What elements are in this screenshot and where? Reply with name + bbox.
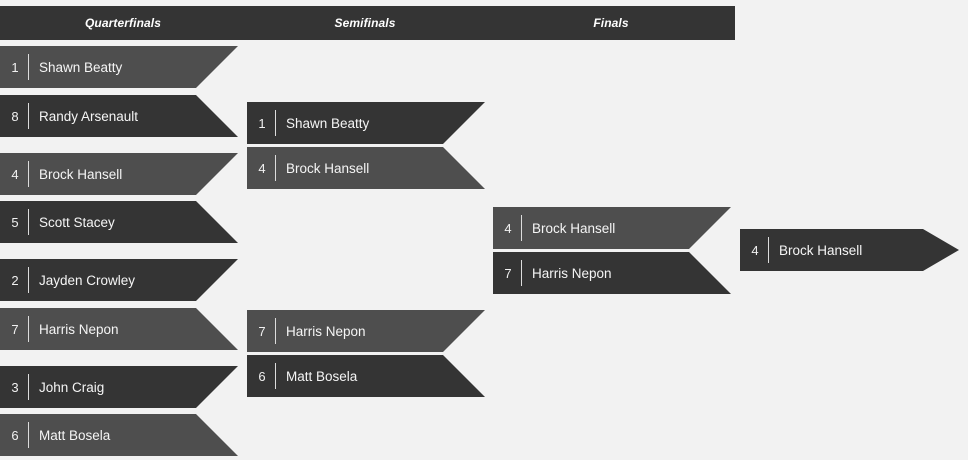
seed-number: 6: [258, 368, 266, 384]
seed-divider: [28, 161, 29, 187]
seed-divider: [275, 155, 276, 181]
seed-divider: [275, 363, 276, 389]
seed-divider: [768, 237, 769, 263]
seed-divider: [521, 260, 522, 286]
competitor-row[interactable]: 3 John Craig: [0, 366, 238, 408]
seed-divider: [28, 209, 29, 235]
seed-divider: [28, 267, 29, 293]
competitor-name: Brock Hansell: [779, 242, 863, 258]
champion-row[interactable]: 4 Brock Hansell: [740, 229, 959, 271]
seed-divider: [521, 215, 522, 241]
seed-number: 2: [11, 272, 19, 288]
seed-number: 7: [258, 323, 266, 339]
competitor-name: Scott Stacey: [39, 214, 115, 230]
competitor-row[interactable]: 2 Jayden Crowley: [0, 259, 238, 301]
competitor-name: Randy Arsenault: [39, 108, 139, 124]
competitor-row[interactable]: 4 Brock Hansell: [0, 153, 238, 195]
seed-number: 4: [751, 242, 759, 258]
round-header-finals: Finals: [593, 16, 629, 30]
seed-divider: [275, 318, 276, 344]
competitor-name: Harris Nepon: [286, 323, 366, 339]
seed-divider: [28, 316, 29, 342]
seed-divider: [28, 103, 29, 129]
competitor-row[interactable]: 4 Brock Hansell: [493, 207, 731, 249]
round-header-bar: Quarterfinals Semifinals Finals: [0, 6, 735, 40]
seed-number: 1: [258, 115, 266, 131]
seed-divider: [28, 422, 29, 448]
competitor-row[interactable]: 1 Shawn Beatty: [247, 102, 485, 144]
competitor-name: Brock Hansell: [39, 166, 123, 182]
round-header-semifinals: Semifinals: [334, 16, 396, 30]
competitor-row[interactable]: 6 Matt Bosela: [0, 414, 238, 456]
competitor-row[interactable]: 7 Harris Nepon: [493, 252, 731, 294]
competitor-row[interactable]: 7 Harris Nepon: [0, 308, 238, 350]
seed-divider: [275, 110, 276, 136]
seed-number: 4: [11, 166, 19, 182]
competitor-name: John Craig: [39, 379, 105, 395]
seed-number: 6: [11, 427, 19, 443]
competitor-row[interactable]: 1 Shawn Beatty: [0, 46, 238, 88]
competitor-name: Brock Hansell: [286, 160, 370, 176]
competitor-name: Harris Nepon: [39, 321, 119, 337]
competitor-row[interactable]: 4 Brock Hansell: [247, 147, 485, 189]
competitor-row[interactable]: 8 Randy Arsenault: [0, 95, 238, 137]
competitor-name: Matt Bosela: [286, 368, 358, 384]
seed-number: 1: [11, 59, 19, 75]
competitor-name: Jayden Crowley: [39, 272, 136, 288]
competitor-name: Shawn Beatty: [39, 59, 123, 75]
competitor-row[interactable]: 7 Harris Nepon: [247, 310, 485, 352]
competitor-name: Matt Bosela: [39, 427, 111, 443]
competitor-name: Brock Hansell: [532, 220, 616, 236]
seed-divider: [28, 374, 29, 400]
seed-number: 8: [11, 108, 19, 124]
competitor-row[interactable]: 6 Matt Bosela: [247, 355, 485, 397]
round-header-quarterfinals: Quarterfinals: [85, 16, 161, 30]
seed-number: 7: [11, 321, 19, 337]
seed-number: 4: [258, 160, 266, 176]
competitor-name: Harris Nepon: [532, 265, 612, 281]
competitor-row[interactable]: 5 Scott Stacey: [0, 201, 238, 243]
seed-number: 7: [504, 265, 512, 281]
seed-number: 4: [504, 220, 512, 236]
seed-number: 3: [11, 379, 19, 395]
seed-divider: [28, 54, 29, 80]
seed-number: 5: [11, 214, 19, 230]
competitor-name: Shawn Beatty: [286, 115, 370, 131]
